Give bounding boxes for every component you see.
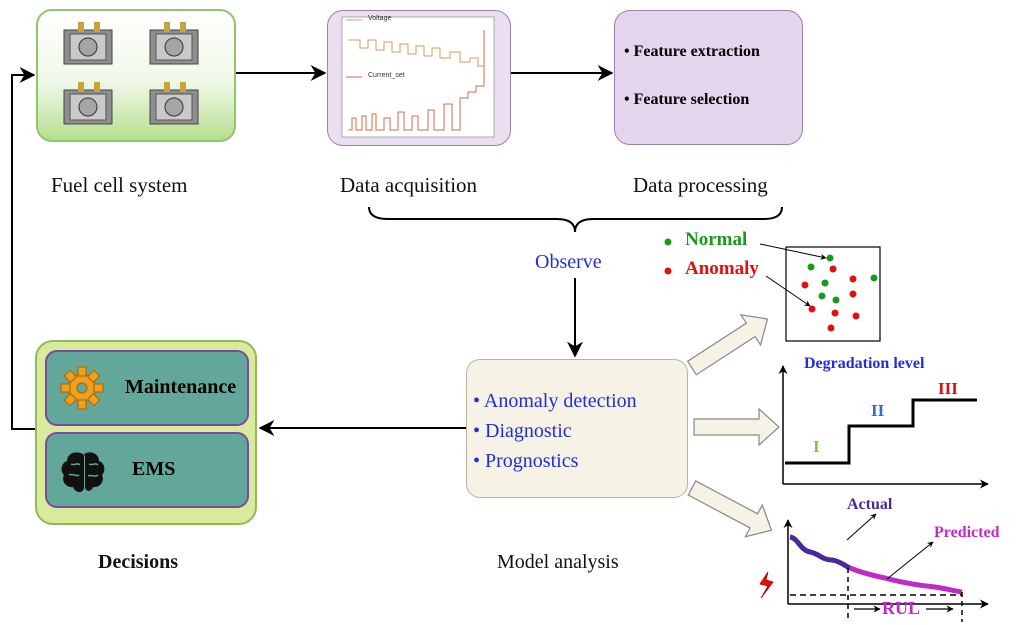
anomaly-scatter-panel bbox=[664, 238, 881, 342]
arrow-feedback-loop bbox=[11, 67, 36, 430]
level-2-label: II bbox=[871, 401, 885, 420]
prognostics-item: • Prognostics bbox=[473, 450, 579, 472]
degradation-plot bbox=[778, 365, 989, 489]
diagnostic-item: • Diagnostic bbox=[473, 420, 572, 442]
predicted-curve bbox=[849, 565, 963, 595]
actual-curve bbox=[789, 534, 852, 571]
feature-extraction-item: • Feature extraction bbox=[624, 43, 760, 60]
degradation-step-line bbox=[785, 398, 977, 465]
actual-label: Actual bbox=[847, 496, 893, 513]
level-3-label: III bbox=[938, 379, 958, 398]
anomaly-detection-item: • Anomaly detection bbox=[473, 390, 637, 412]
rul-label: RUL bbox=[882, 598, 921, 618]
maintenance-label: Maintenance bbox=[125, 376, 237, 398]
fuel-cell-caption: Fuel cell system bbox=[51, 173, 188, 197]
ems-box: EMS bbox=[45, 432, 249, 508]
data-acquisition-box bbox=[327, 10, 511, 146]
feature-selection-item: • Feature selection bbox=[624, 91, 750, 108]
anomaly-label: Anomaly bbox=[685, 258, 759, 279]
observe-brace bbox=[368, 206, 783, 233]
block-arrow-to-rul bbox=[687, 480, 773, 538]
predicted-label: Predicted bbox=[934, 524, 1000, 541]
maintenance-box: Maintenance bbox=[45, 350, 249, 426]
legend-anomaly-dot bbox=[664, 267, 672, 275]
block-arrow-to-degradation bbox=[693, 407, 780, 447]
legend-normal-dot bbox=[664, 238, 672, 246]
model-analysis-caption: Model analysis bbox=[497, 551, 619, 573]
data-acquisition-caption: Data acquisition bbox=[340, 173, 478, 197]
decisions-box: Maintenance EMS bbox=[35, 340, 257, 525]
level-1-label: I bbox=[813, 437, 820, 456]
decisions-caption: Decisions bbox=[98, 551, 178, 573]
model-analysis-box: • Anomaly detection • Diagnostic • Progn… bbox=[466, 359, 688, 498]
block-arrow-to-anomaly bbox=[686, 313, 769, 376]
normal-label: Normal bbox=[685, 229, 748, 250]
brain-icon bbox=[61, 452, 105, 493]
fuel-cell-system-box bbox=[36, 9, 236, 142]
rul-plot bbox=[759, 513, 989, 622]
legend-voltage: Voltage bbox=[368, 15, 392, 22]
data-processing-box: • Feature extraction • Feature selection bbox=[614, 10, 803, 145]
failure-bolt-icon bbox=[759, 571, 774, 599]
gear-icon bbox=[60, 366, 104, 410]
legend-current: Current_set bbox=[368, 72, 405, 79]
degradation-title: Degradation level bbox=[804, 355, 925, 372]
ems-label: EMS bbox=[132, 458, 176, 480]
data-processing-caption: Data processing bbox=[633, 173, 768, 197]
observe-label: Observe bbox=[535, 251, 602, 273]
